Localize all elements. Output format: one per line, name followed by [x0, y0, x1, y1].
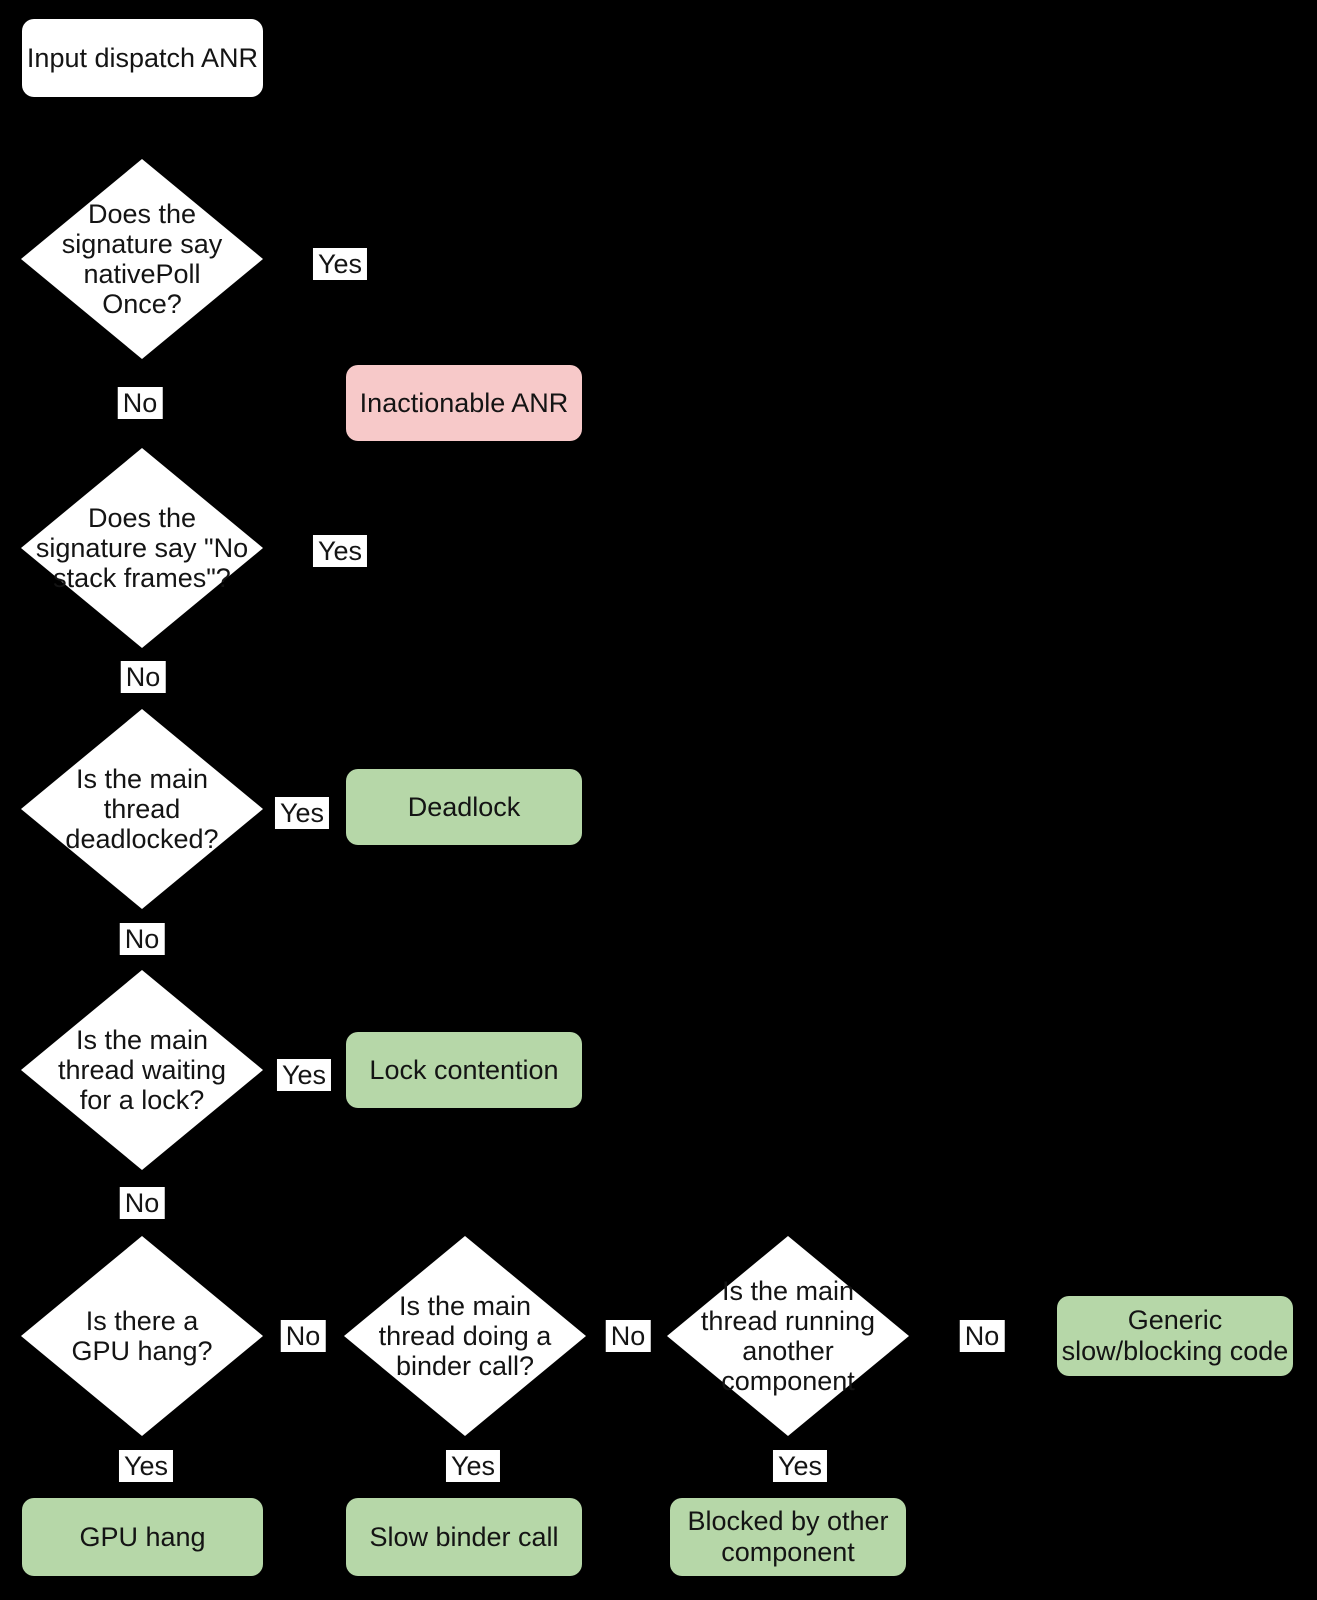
decision-main-thread-waiting-lock: Is the main thread waiting for a lock? [21, 970, 263, 1170]
node-text-line: another [742, 1336, 834, 1366]
node-text-line: Is there a [85, 1306, 199, 1336]
decision-main-thread-binder-call: Is the main thread doing a binder call? [344, 1236, 586, 1436]
node-text-line: Once? [102, 289, 182, 319]
decision-text: Is the main thread deadlocked? [0, 709, 313, 909]
edge-label-no: No [959, 1320, 1005, 1352]
outcome-slow-binder-call: Slow binder call [346, 1498, 582, 1576]
node-text-line: thread waiting [57, 1055, 227, 1085]
edge-label-yes: Yes [312, 535, 368, 567]
node-text-line: Blocked by other [687, 1506, 889, 1536]
decision-text: Is the main thread waiting for a lock? [0, 970, 313, 1170]
node-text-line: signature say [61, 229, 223, 259]
edge-label-no: No [120, 661, 166, 693]
node-text-line: signature say "No [35, 533, 249, 563]
outcome-generic-slow-blocking-code: Generic slow/blocking code [1057, 1296, 1293, 1376]
node-text-line: component [721, 1366, 855, 1396]
start-node-input-dispatch-anr: Input dispatch ANR [22, 19, 263, 97]
edge-label-no: No [117, 387, 163, 419]
node-text-line: deadlocked? [65, 824, 219, 854]
outcome-deadlock: Deadlock [346, 769, 582, 845]
edge-label-yes: Yes [276, 1059, 332, 1091]
node-text-line: nativePoll [83, 259, 201, 289]
edge-label-yes: Yes [274, 797, 330, 829]
node-text-line: Does the [87, 503, 197, 533]
node-text-line: Lock contention [369, 1054, 559, 1085]
edge-label-yes: Yes [118, 1450, 174, 1482]
decision-text: Is there a GPU hang? [0, 1236, 313, 1436]
decision-main-thread-deadlocked: Is the main thread deadlocked? [21, 709, 263, 909]
node-text-line: thread running [700, 1306, 876, 1336]
edge-label-yes: Yes [445, 1450, 501, 1482]
edge-label-yes: Yes [312, 248, 368, 280]
outcome-lock-contention: Lock contention [346, 1032, 582, 1108]
node-text-line: Is the main [398, 1291, 532, 1321]
node-text-line: Is the main [75, 764, 209, 794]
outcome-inactionable-anr: Inactionable ANR [346, 365, 582, 441]
node-text-line: Is the main [721, 1276, 855, 1306]
node-text-line: Input dispatch ANR [26, 42, 259, 73]
node-text-line: Deadlock [407, 791, 521, 822]
decision-gpu-hang: Is there a GPU hang? [21, 1236, 263, 1436]
node-text-line: Does the [87, 199, 197, 229]
node-text-line: component [721, 1537, 855, 1567]
outcome-gpu-hang: GPU hang [22, 1498, 263, 1576]
decision-text: Is the main thread running another compo… [617, 1236, 959, 1436]
node-text-line: thread doing a [378, 1321, 552, 1351]
decision-text: Is the main thread doing a binder call? [294, 1236, 636, 1436]
node-text-line: Inactionable ANR [359, 387, 569, 418]
node-text-line: for a lock? [79, 1085, 205, 1115]
edge-label-no: No [605, 1320, 651, 1352]
decision-main-thread-another-component: Is the main thread running another compo… [667, 1236, 909, 1436]
edge-label-no: No [119, 1187, 165, 1219]
node-text-line: Slow binder call [369, 1521, 559, 1552]
decision-signature-nativepollonce: Does the signature say nativePoll Once? [21, 159, 263, 359]
node-text-line: Is the main [75, 1025, 209, 1055]
outcome-blocked-by-other-component: Blocked by other component [670, 1498, 906, 1576]
node-text-line: thread [103, 794, 181, 824]
node-text-line: Generic [1127, 1305, 1223, 1335]
decision-signature-no-stack-frames: Does the signature say "No stack frames"… [21, 448, 263, 648]
decision-text: Does the signature say nativePoll Once? [0, 159, 313, 359]
edge-label-yes: Yes [772, 1450, 828, 1482]
node-text-line: slow/blocking code [1061, 1336, 1289, 1366]
node-text-line: binder call? [395, 1351, 535, 1381]
node-text-line: GPU hang? [71, 1336, 213, 1366]
node-text-line: stack frames"? [53, 563, 231, 593]
node-text-line: GPU hang [79, 1521, 206, 1552]
edge-label-no: No [280, 1320, 326, 1352]
edge-label-no: No [119, 923, 165, 955]
decision-text: Does the signature say "No stack frames"… [0, 448, 313, 648]
